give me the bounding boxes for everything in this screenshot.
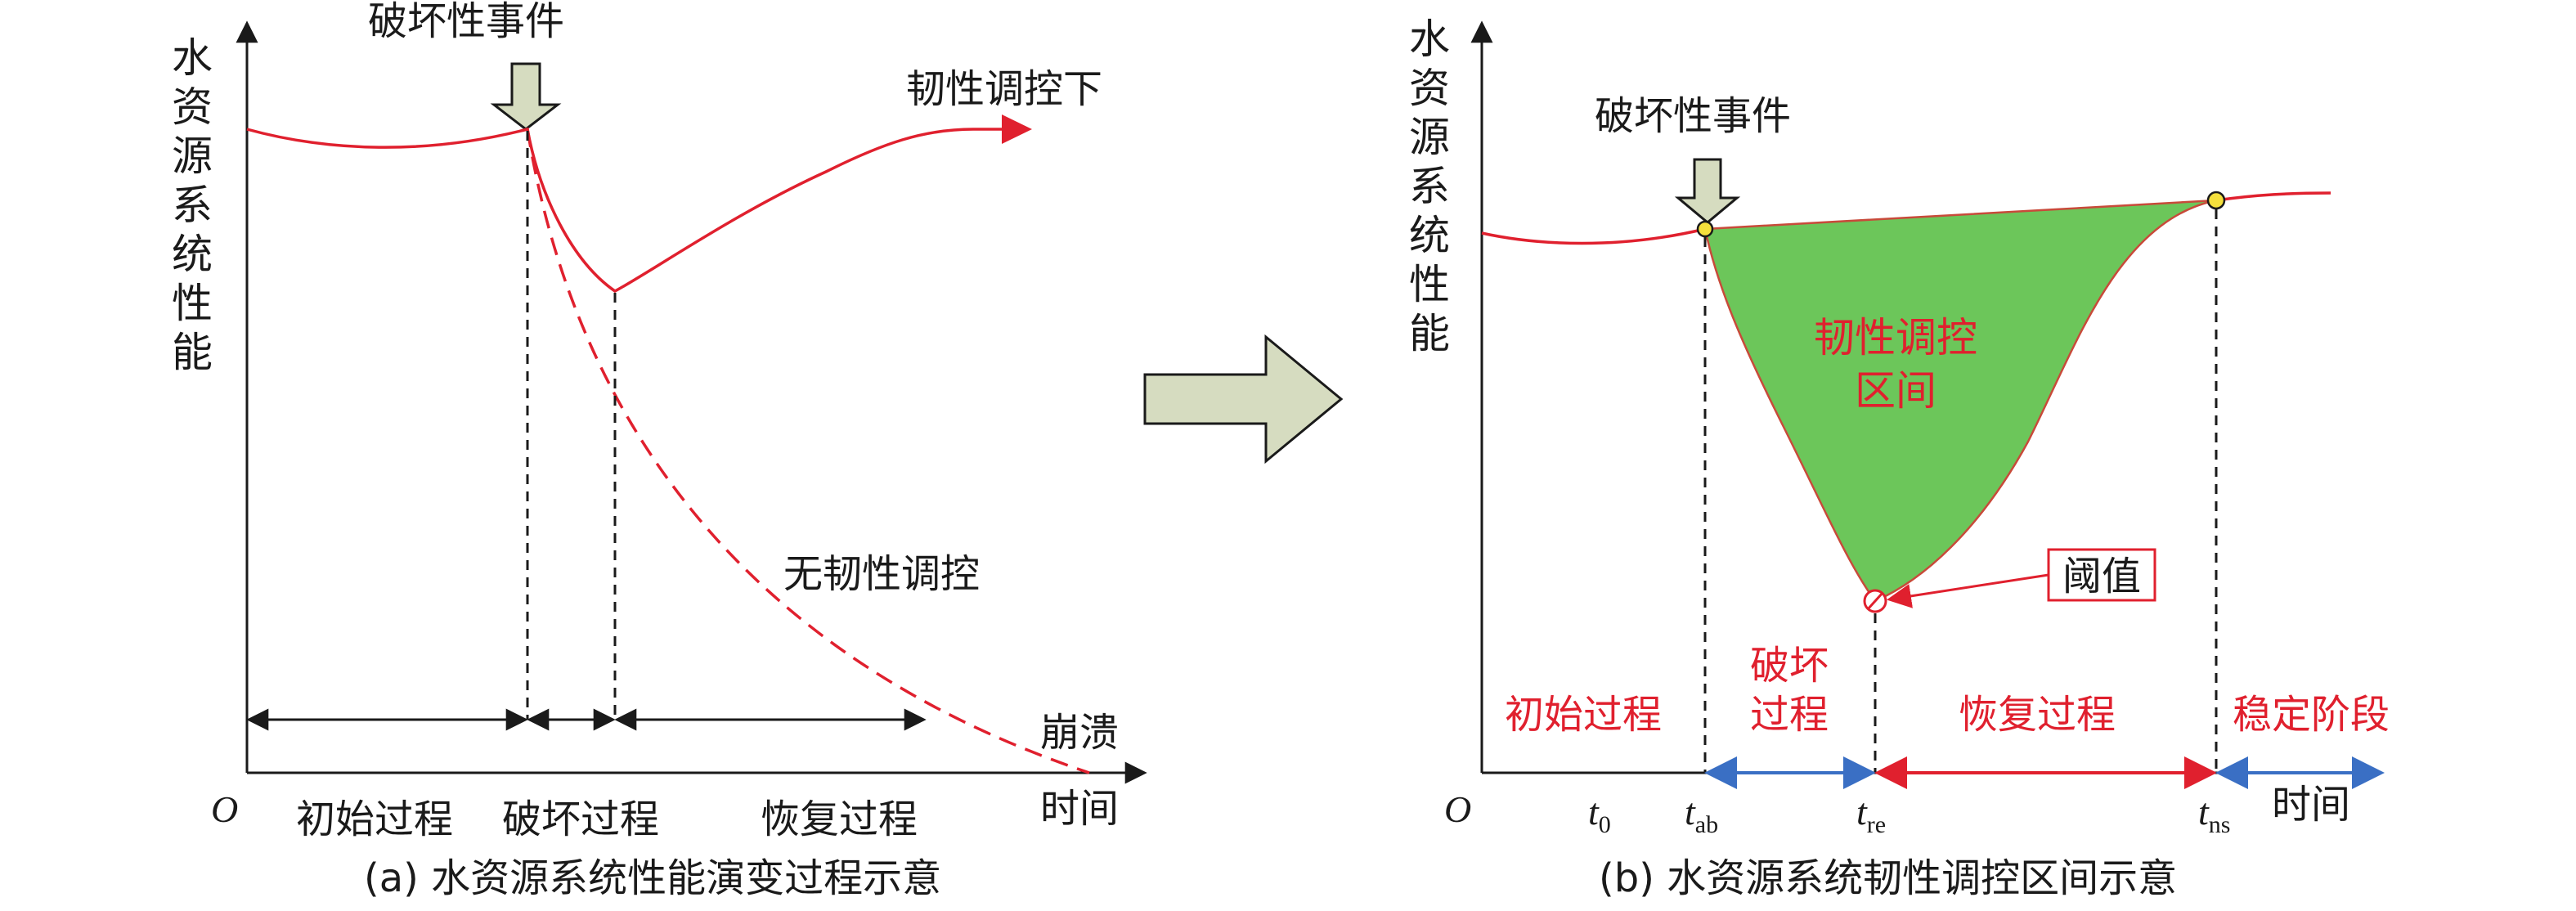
panel-b-threshold-box [2047, 548, 2156, 602]
panel-b-x-label: 时间 [2272, 782, 2350, 828]
y-label-char: 能 [1409, 310, 1450, 357]
panel-a-origin: O [211, 788, 238, 830]
y-label-char: 统 [1409, 212, 1450, 259]
panel-b-tick-t0: t0 [1588, 791, 1611, 838]
panel-b-performance-curve [1481, 191, 2331, 245]
y-label-char: 水 [172, 34, 213, 82]
panel-b: 水资源系统性能 O 时间 破坏性事件 韧性调控 区间 阈值 [1409, 16, 2390, 901]
panel-b-y-label: 水资源系统性能 [1409, 16, 1450, 357]
panel-b-resilience-region [1703, 199, 2217, 603]
panel-b-start-marker [1696, 220, 1714, 238]
panel-b-tick-tre: tre [1856, 791, 1886, 838]
panel-b-threshold-pointer [1887, 573, 2049, 608]
panel-a-collapse-label: 崩溃 [1040, 710, 1119, 756]
y-label-char: 能 [172, 329, 213, 376]
panel-a-stage-damage: 破坏过程 [502, 797, 659, 842]
panel-a-caption: (a) 水资源系统性能演变过程示意 [364, 855, 941, 901]
panel-b-stage-damage-1: 破坏 [1750, 643, 1829, 689]
panel-a-no-control-label: 无韧性调控 [783, 551, 980, 597]
panel-b-tick-tab: tab [1685, 791, 1718, 838]
y-label-char: 系 [172, 182, 213, 229]
panel-a-event-label: 破坏性事件 [368, 0, 564, 44]
panel-a-y-label: 水资源系统性能 [172, 34, 213, 376]
panel-b-region-label-2: 区间 [1855, 367, 1936, 415]
panel-a-stage-initial: 初始过程 [296, 797, 453, 842]
y-label-char: 资 [172, 83, 213, 131]
y-label-char: 源 [172, 132, 213, 180]
panel-b-end-marker [2206, 191, 2226, 210]
y-label-char: 统 [172, 231, 213, 278]
panel-b-origin: O [1444, 788, 1471, 830]
panel-a-x-label: 时间 [1040, 786, 1119, 832]
panel-b-stage-initial: 初始过程 [1505, 692, 1662, 738]
transition-arrow [1143, 334, 1344, 464]
panel-b-region-label-1: 韧性调控 [1814, 314, 1977, 361]
panel-a-resilient-curve [246, 127, 1029, 294]
panel-b-threshold-label: 阈值 [2062, 554, 2141, 599]
panel-a-no-control-curve [526, 128, 1090, 774]
y-label-char: 性 [1409, 261, 1450, 308]
y-label-char: 源 [1409, 114, 1450, 161]
panel-b-caption: (b) 水资源系统韧性调控区间示意 [1599, 855, 2177, 901]
panel-b-stage-recovery: 恢复过程 [1959, 692, 2116, 738]
panel-a-resilient-label: 韧性调控下 [906, 66, 1102, 112]
y-label-char: 水 [1409, 16, 1450, 63]
y-label-char: 系 [1409, 163, 1450, 210]
panel-a-stage-recovery: 恢复过程 [761, 797, 918, 842]
panel-b-event-arrow [1674, 158, 1741, 224]
panel-b-threshold-marker [1863, 589, 1887, 613]
panel-b-event-label: 破坏性事件 [1595, 93, 1791, 139]
panel-a-event-arrow [490, 62, 562, 131]
panel-b-stage-damage-2: 过程 [1750, 692, 1829, 738]
panel-a-resilient-arrowhead [1002, 114, 1032, 144]
panel-a: 水资源系统性能 O 时间 破坏性事件 韧性调控下 无韧性调控 崩溃 初始过程 破… [172, 0, 1147, 901]
panel-b-tick-tns: tns [2198, 791, 2230, 838]
panel-b-stage-stable: 稳定阶段 [2233, 692, 2390, 738]
y-label-char: 性 [172, 280, 213, 327]
y-label-char: 资 [1409, 65, 1450, 112]
